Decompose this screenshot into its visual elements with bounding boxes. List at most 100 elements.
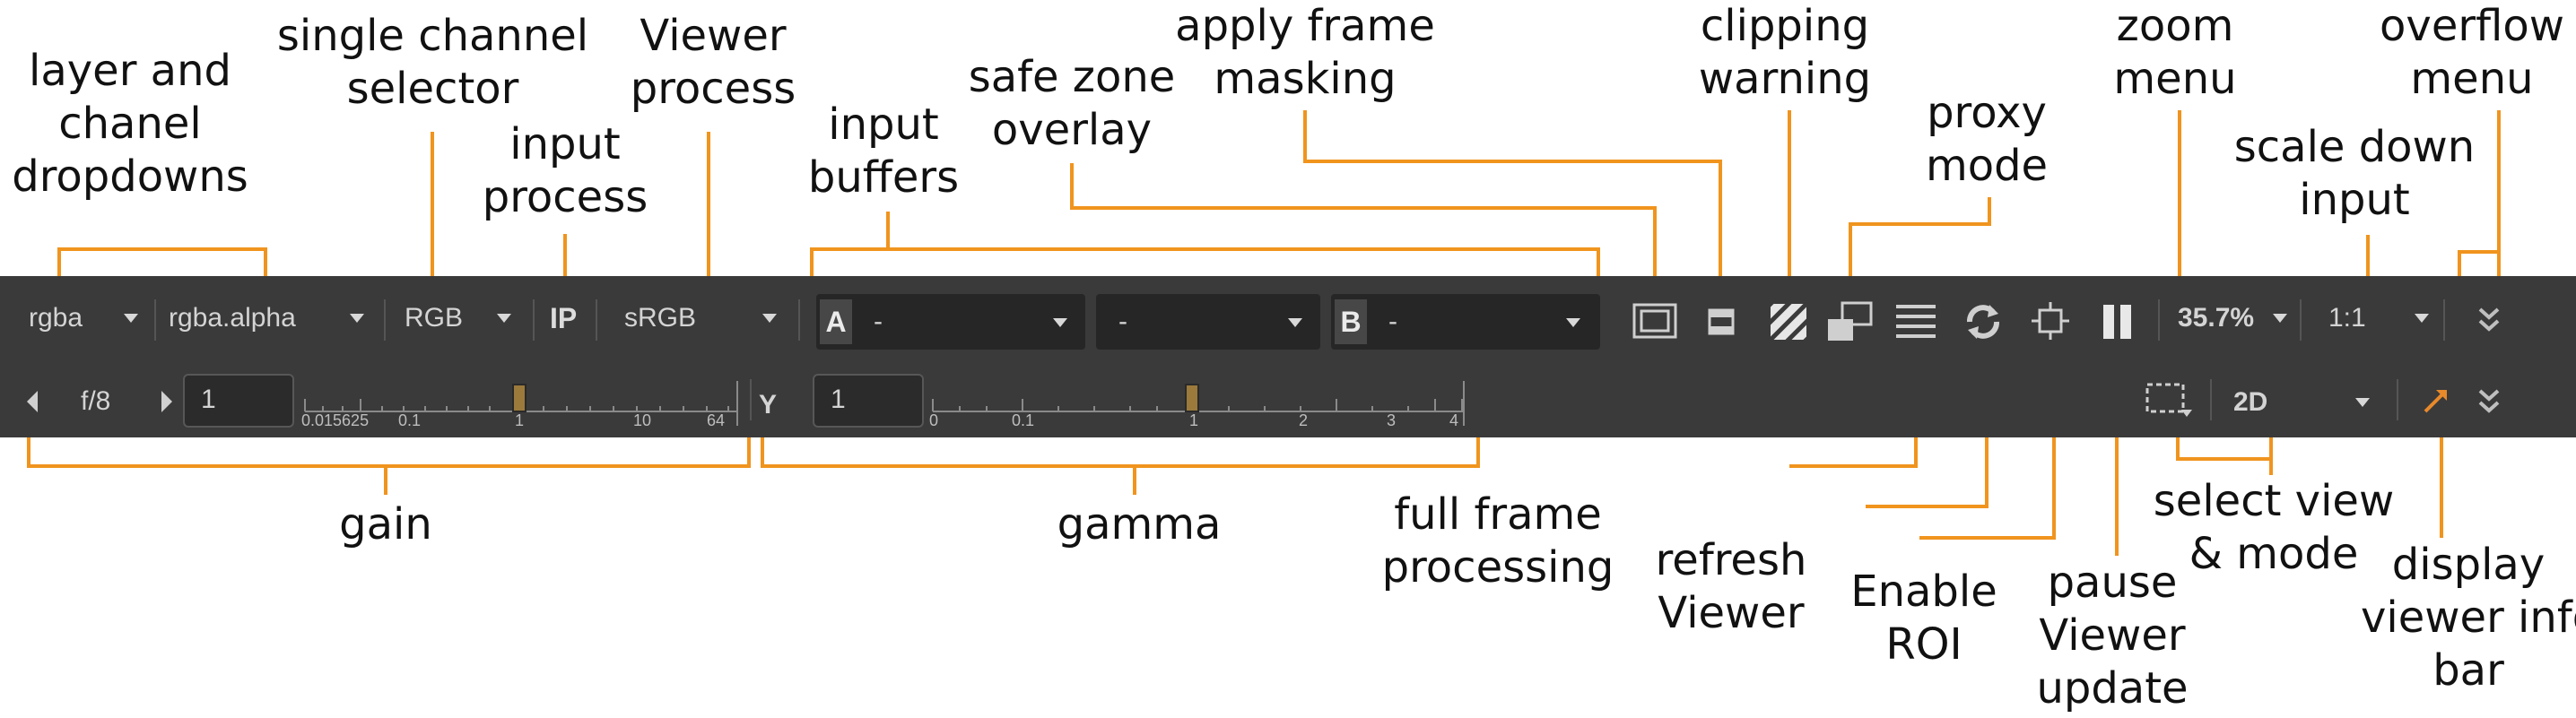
refresh-icon[interactable] [1962, 301, 2004, 342]
callout-single-channel-selector: single channel selector [276, 11, 589, 114]
fstop-increase-icon[interactable] [160, 390, 174, 413]
channel-dropdown[interactable]: rgba.alpha [160, 296, 375, 341]
fstop-decrease-icon[interactable] [25, 390, 39, 413]
gain-tick-label: 0.1 [398, 411, 422, 429]
separator [154, 299, 156, 341]
gain-tick-label: 1 [515, 411, 525, 429]
callout-select-view-mode: select view & mode [2153, 476, 2395, 579]
separator [2397, 379, 2398, 420]
proxy-mode-icon[interactable] [1826, 301, 1873, 342]
gamma-slider[interactable]: 0 0.1 1 2 3 4 [929, 372, 1467, 429]
callout-overflow-menu: overflow menu [2380, 1, 2564, 104]
callout-viewer-process: Viewer process [630, 11, 796, 114]
callout-scale-down-input: scale down input [2233, 122, 2476, 225]
chevron-down-icon [2273, 314, 2287, 323]
chevron-down-icon [124, 314, 138, 323]
callout-refresh-viewer: refresh Viewer [1655, 535, 1807, 638]
callout-enable-roi: Enable ROI [1850, 567, 1997, 670]
view-mode-dropdown[interactable]: 2D [2219, 379, 2380, 424]
gain-slider[interactable]: 0.015625 0.1 1 10 64 [301, 372, 741, 429]
callout-clipping-warning: clipping warning [1698, 1, 1872, 104]
scale-down-value: 1:1 [2328, 303, 2366, 333]
wipe-mode-value: - [1118, 307, 1127, 336]
gamma-tick-label: 0.1 [1012, 411, 1035, 429]
chevron-down-icon [2355, 398, 2370, 407]
gamma-tick-label: 3 [1387, 411, 1397, 429]
gain-tick-label: 0.015625 [301, 411, 370, 429]
single-channel-selector[interactable]: RGB [391, 296, 526, 341]
overflow-menu-icon[interactable] [2477, 307, 2501, 333]
chevron-down-icon [497, 314, 511, 323]
buffer-a-letter: A [820, 299, 852, 344]
view-select-icon[interactable] [2145, 383, 2194, 419]
callout-layer-channel-dropdowns: layer and chanel dropdowns [12, 46, 248, 202]
separator [2300, 299, 2302, 341]
chevron-down-icon [350, 314, 364, 323]
channel-dropdown-value: rgba.alpha [169, 303, 296, 333]
zoom-dropdown[interactable]: 35.7% [2165, 296, 2293, 341]
chevron-down-icon [762, 314, 777, 323]
toolbar-row-top: rgba rgba.alpha RGB IP sRGB A - [0, 276, 2576, 363]
wipe-mode-dropdown[interactable]: - [1096, 294, 1320, 350]
callout-pause-viewer-update: pause Viewer update [2036, 558, 2189, 714]
gamma-tick-label: 0 [929, 411, 939, 429]
input-process-label: IP [550, 302, 578, 334]
gamma-label[interactable]: Y [759, 390, 778, 420]
callout-proxy-mode: proxy mode [1925, 88, 2049, 191]
overflow-menu-icon-secondary[interactable] [2477, 388, 2501, 415]
gamma-input[interactable]: 1 [813, 374, 924, 428]
chevron-down-icon [1566, 318, 1580, 327]
chevron-down-icon [2415, 314, 2429, 323]
info-bar-toggle-icon[interactable] [2422, 386, 2450, 415]
separator [750, 379, 752, 420]
callout-zoom-menu: zoom menu [2113, 1, 2237, 104]
callout-gain: gain [339, 499, 432, 549]
gain-tick-label: 10 [633, 411, 652, 429]
view-mode-value: 2D [2233, 387, 2268, 417]
input-process-button[interactable]: IP [542, 296, 588, 341]
scale-down-dropdown[interactable]: 1:1 [2309, 296, 2434, 341]
callout-gamma: gamma [1057, 499, 1222, 549]
layer-dropdown-value: rgba [29, 303, 83, 333]
gamma-tick-label: 4 [1449, 411, 1459, 429]
gain-slider-track [304, 381, 738, 426]
chevron-down-icon [1288, 318, 1302, 327]
frame-mask-icon[interactable] [1708, 308, 1735, 335]
gain-input[interactable]: 1 [183, 374, 294, 428]
buffer-b-letter: B [1335, 299, 1367, 344]
roi-icon[interactable] [2031, 301, 2070, 341]
single-channel-value: RGB [405, 303, 464, 333]
viewer-toolbar: rgba rgba.alpha RGB IP sRGB A - [0, 276, 2576, 437]
separator [384, 299, 386, 341]
callout-full-frame-processing: full frame processing [1381, 489, 1614, 593]
gamma-slider-handle [1185, 384, 1199, 412]
input-buffer-a-dropdown[interactable]: A - [816, 294, 1085, 350]
gain-input-value: 1 [201, 385, 216, 414]
fstop-label: f/8 [81, 386, 111, 416]
zoom-value: 35.7% [2178, 303, 2255, 333]
toolbar-row-bottom: f/8 1 0.015625 [0, 363, 2576, 437]
separator [596, 299, 597, 341]
clipping-warning-icon[interactable] [1771, 304, 1806, 340]
callout-safe-zone-overlay: safe zone overlay [968, 52, 1176, 155]
pause-icon[interactable] [2102, 304, 2133, 340]
input-buffer-b-dropdown[interactable]: B - [1331, 294, 1600, 350]
separator [798, 299, 800, 341]
gamma-slider-track [932, 381, 1465, 426]
callout-apply-frame-masking: apply frame masking [1175, 1, 1435, 104]
gain-tick-label: 64 [707, 411, 726, 429]
full-frame-icon[interactable] [1896, 305, 1936, 339]
gamma-tick-label: 2 [1299, 411, 1309, 429]
buffer-a-value: - [874, 307, 883, 336]
gain-slider-handle [512, 384, 527, 412]
separator [2443, 299, 2445, 341]
layer-dropdown[interactable]: rgba [20, 296, 145, 341]
callout-input-buffers: input buffers [807, 99, 960, 203]
separator [2210, 379, 2212, 420]
callout-input-process: input process [482, 119, 648, 222]
callout-display-viewer-info-bar: display viewer info bar [2361, 540, 2576, 696]
safe-zone-icon[interactable] [1632, 303, 1677, 339]
gamma-tick-label: 1 [1189, 411, 1199, 429]
separator [533, 299, 535, 341]
viewer-process-dropdown[interactable]: sRGB [603, 296, 791, 341]
